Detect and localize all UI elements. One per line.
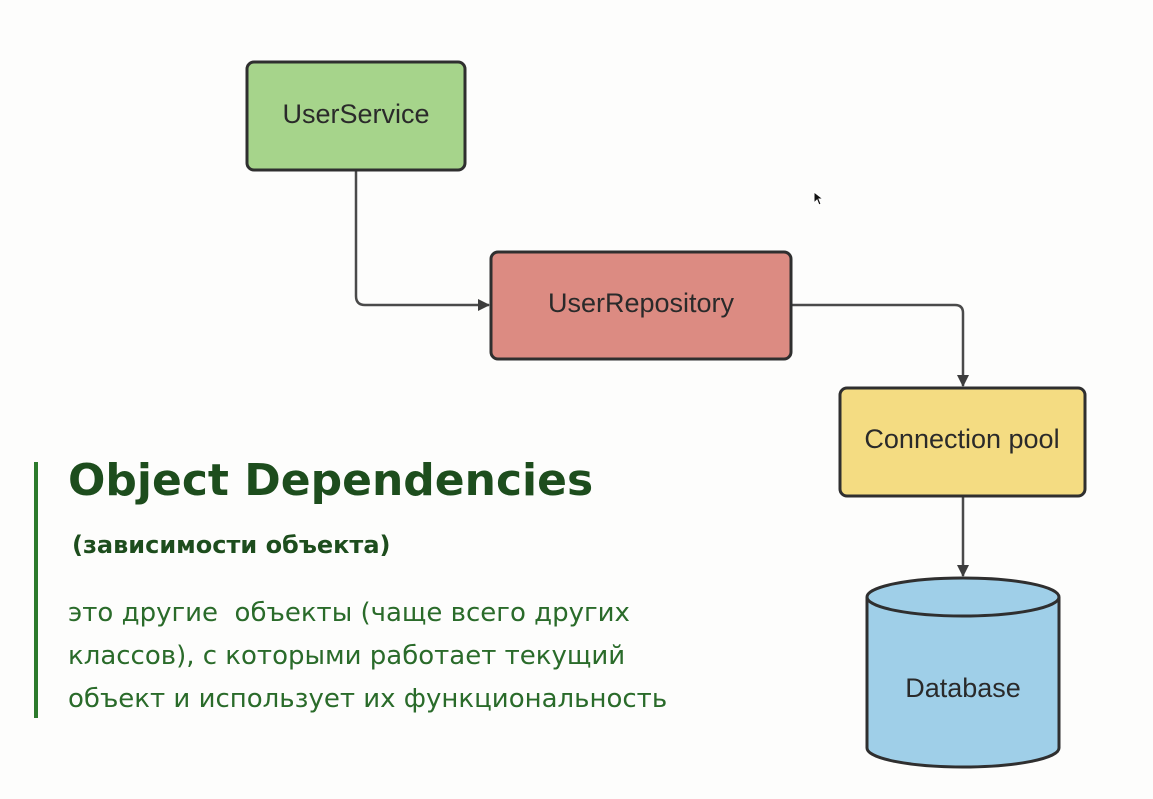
node-user-repository-label: UserRepository: [548, 288, 735, 318]
node-user-service-label: UserService: [282, 99, 429, 129]
node-database-body: [865, 597, 1061, 769]
node-database-top: [865, 576, 1061, 618]
node-connection-pool-box: [838, 386, 1087, 498]
node-database: Database: [865, 576, 1061, 769]
node-user-service: UserService: [245, 60, 467, 172]
edge-userservice-to-userrepository: [354, 170, 490, 311]
edge-userrepository-to-connectionpool: [791, 303, 969, 387]
node-connection-pool: Connection pool: [838, 386, 1087, 498]
page-subtitle: (зависимости объекта): [72, 531, 391, 559]
definition-text: это другие объекты (чаще всего других кл…: [68, 592, 667, 721]
accent-bar: [34, 462, 38, 718]
definition-line: это другие объекты (чаще всего других: [68, 598, 630, 628]
page-title: Object Dependencies: [68, 455, 594, 506]
node-database-label: Database: [905, 673, 1021, 703]
definition-line: классов), с которыми работает текущий: [68, 641, 626, 671]
definition-line: объект и использует их функциональность: [68, 684, 668, 714]
node-user-repository: UserRepository: [489, 250, 793, 361]
mouse-cursor-icon: [813, 191, 825, 206]
node-user-repository-box: [489, 250, 793, 361]
node-connection-pool-label: Connection pool: [864, 424, 1059, 454]
node-user-service-box: [245, 60, 467, 172]
